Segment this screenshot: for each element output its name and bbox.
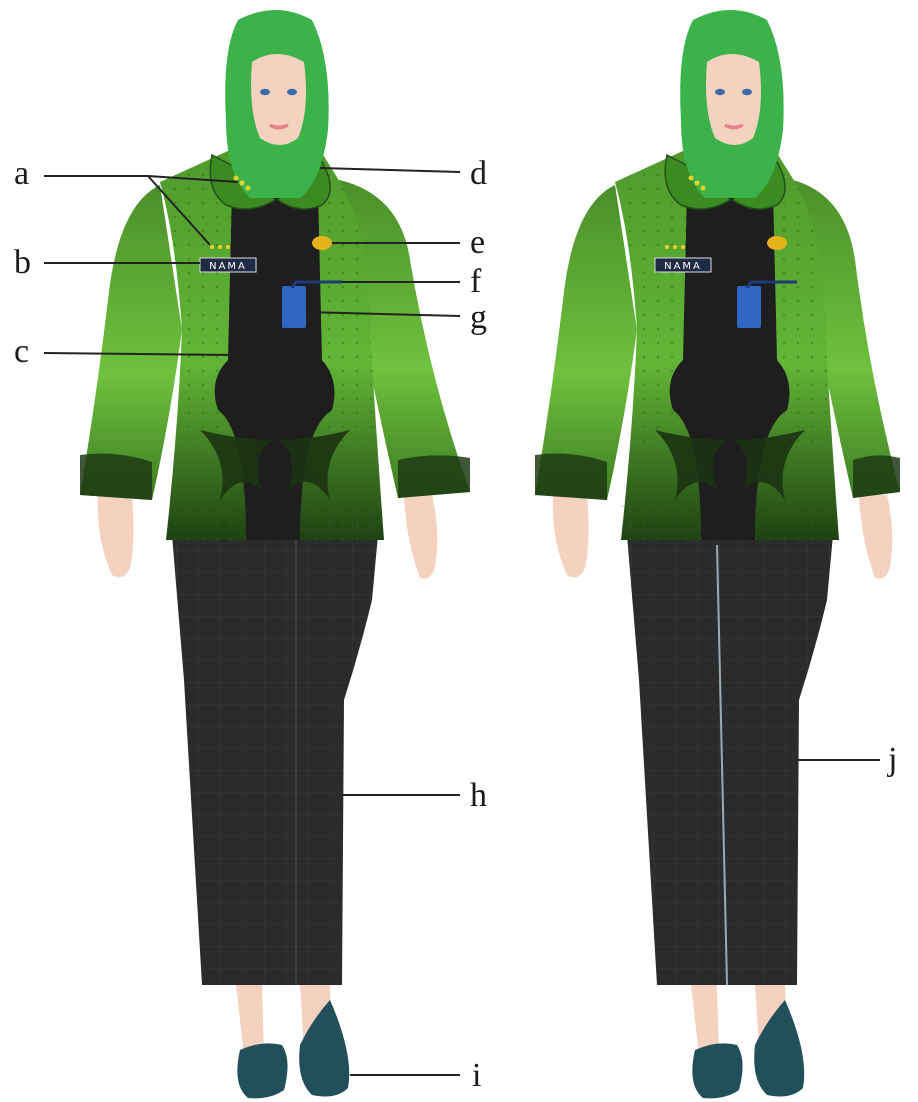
face xyxy=(706,54,761,145)
gold-pin xyxy=(767,236,787,250)
hand-left xyxy=(98,495,134,577)
sleeve-left xyxy=(535,185,637,500)
id-badge xyxy=(737,286,761,328)
id-badge xyxy=(282,286,306,328)
figure-left: NAMA xyxy=(80,10,470,1098)
sleeve-left xyxy=(80,185,182,500)
label-h: h xyxy=(470,777,487,814)
eye-right xyxy=(287,89,297,95)
face xyxy=(251,54,306,145)
eye-left xyxy=(715,89,725,95)
label-f: f xyxy=(470,263,482,300)
shoe-left xyxy=(692,1043,742,1098)
label-c: c xyxy=(14,333,29,370)
shoe-left xyxy=(237,1043,287,1098)
hand-left xyxy=(553,495,589,577)
name-tag-text: NAMA xyxy=(209,261,247,272)
hand-right xyxy=(859,495,892,579)
insignia xyxy=(210,245,230,249)
name-tag-text: NAMA xyxy=(664,261,702,272)
eye-left xyxy=(260,89,270,95)
figure-right: NAMA xyxy=(535,10,900,1098)
gold-pin xyxy=(312,236,332,250)
label-a: a xyxy=(14,155,29,192)
label-d: d xyxy=(470,155,487,192)
label-b: b xyxy=(14,244,31,281)
label-g: g xyxy=(470,299,487,336)
insignia xyxy=(665,245,685,249)
label-i: i xyxy=(472,1057,481,1094)
label-e: e xyxy=(470,224,485,261)
hand-right xyxy=(404,495,437,579)
label-j: j xyxy=(887,741,897,778)
eye-right xyxy=(742,89,752,95)
